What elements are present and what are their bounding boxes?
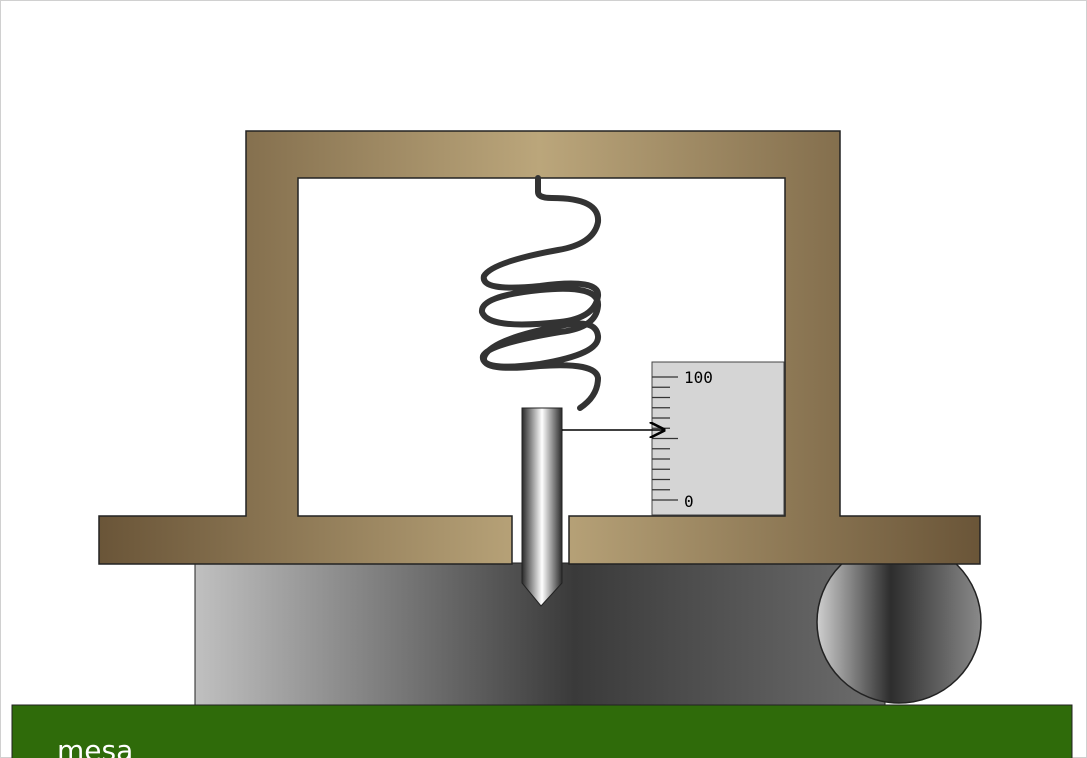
scale-panel: 100 0 [651, 361, 785, 516]
scale-label-min: 0 [684, 492, 694, 511]
table-surface [11, 704, 1073, 758]
roller-cylinder [816, 540, 982, 704]
spring-coil [479, 175, 602, 411]
indenter-needle [521, 407, 563, 607]
table-label: mesa [57, 734, 133, 758]
tester-frame [98, 130, 981, 565]
scale-label-max: 100 [684, 368, 713, 387]
